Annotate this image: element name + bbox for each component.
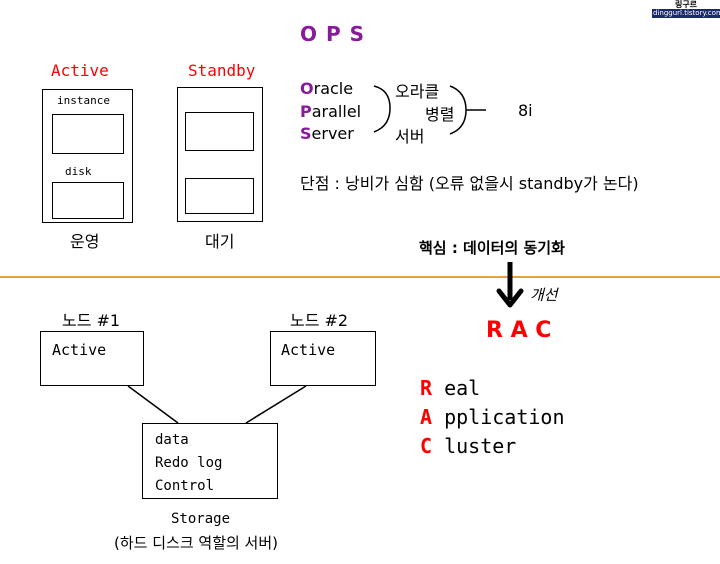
- node2-state: Active: [281, 341, 336, 359]
- improve-label: 개선: [530, 286, 558, 304]
- arrow-head: [496, 288, 524, 308]
- storage-item-data: data: [155, 432, 189, 448]
- storage-box: data Redo log Control: [142, 423, 278, 499]
- run-label: 운영: [70, 232, 100, 251]
- link-node1-storage: [127, 385, 179, 424]
- wait-label: 대기: [205, 232, 235, 251]
- ops-letter-o: O: [300, 79, 314, 98]
- ops-letter-s: S: [300, 124, 312, 143]
- standby-server-box: [177, 87, 263, 222]
- ops-line-0: Oracle: [300, 79, 353, 98]
- instance-label: instance: [57, 94, 110, 107]
- drawback-text: 단점 : 낭비가 심함 (오류 없을시 standby가 논다): [300, 174, 639, 193]
- rac-title: R A C: [486, 318, 552, 343]
- ops-line-1: Parallel: [300, 102, 361, 121]
- rac-letter-c: C: [420, 434, 433, 458]
- storage-label: Storage: [171, 511, 231, 527]
- korean-line-0: 오라클: [395, 82, 440, 101]
- instance-box: [52, 114, 124, 154]
- standby-label: Standby: [188, 61, 256, 80]
- korean-line-2: 서버: [395, 127, 425, 146]
- standby-disk-box: [185, 178, 254, 214]
- brace-right-middle: [449, 85, 486, 135]
- rac-line-2: C luster: [420, 434, 516, 458]
- rac-line-1: A pplication: [420, 405, 565, 429]
- ops-letter-p: P: [300, 102, 312, 121]
- ops-rest-s: erver: [311, 124, 354, 143]
- watermark-top: 링구르: [674, 0, 698, 9]
- watermark: 링구르 dinggurl.tistory.com: [652, 0, 720, 20]
- disk-label: disk: [65, 165, 92, 178]
- standby-instance-box: [185, 112, 254, 151]
- node2-label: 노드 #2: [290, 311, 349, 330]
- rac-line-0: R eal: [420, 376, 480, 400]
- ops-title: O P S: [300, 22, 365, 46]
- version-label: 8i: [518, 101, 533, 120]
- ops-rest-p: arallel: [311, 102, 362, 121]
- node1-label: 노드 #1: [62, 311, 121, 330]
- rac-rest-a: pplication: [432, 405, 565, 429]
- core-text: 핵심 : 데이터의 동기화: [419, 239, 565, 257]
- korean-line-1: 병렬: [425, 105, 455, 124]
- node2-box: Active: [270, 331, 376, 386]
- rac-rest-c: luster: [432, 434, 517, 458]
- brace-left-top: [373, 85, 391, 133]
- active-label: Active: [51, 61, 109, 80]
- active-server-box: instance disk: [42, 89, 133, 223]
- disk-box: [52, 182, 124, 219]
- ops-line-2: Server: [300, 124, 354, 143]
- watermark-bottom: dinggurl.tistory.com: [652, 9, 720, 18]
- node1-box: Active: [40, 331, 144, 386]
- storage-note: (하드 디스크 역할의 서버): [114, 534, 279, 552]
- storage-item-control: Control: [155, 478, 215, 494]
- ops-rest-o: racle: [313, 79, 354, 98]
- node1-state: Active: [52, 341, 107, 359]
- storage-item-redo-log: Redo log: [155, 455, 223, 471]
- rac-letter-r: R: [420, 376, 433, 400]
- link-node2-storage: [245, 385, 307, 424]
- rac-rest-r: eal: [432, 376, 481, 400]
- rac-letter-a: A: [420, 405, 433, 429]
